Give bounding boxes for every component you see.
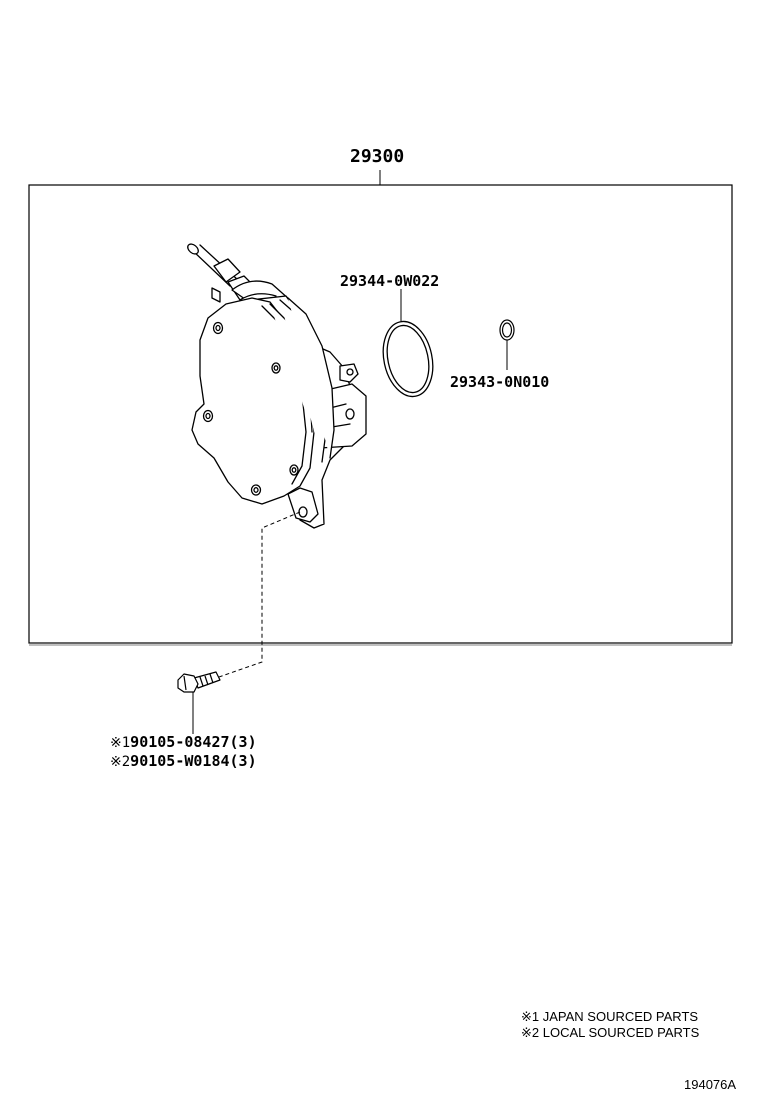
legend-text-2: LOCAL SOURCED PARTS [542, 1025, 700, 1040]
bolt-drawing [177, 671, 221, 693]
main-part-number: 29300 [350, 146, 405, 167]
legend: ※1 JAPAN SOURCED PARTS ※2 LOCAL SOURCED … [521, 1009, 699, 1041]
bolt-dashed-leader [215, 511, 301, 679]
drawing-code: 194076A [684, 1077, 737, 1092]
legend-mark-1: ※1 [521, 1009, 540, 1024]
bolt-mark-2: ※2 [110, 754, 131, 770]
o-ring-large-part-number: 29344-0W022 [340, 272, 440, 290]
vacuum-pump-drawing [187, 243, 367, 529]
o-ring-small-part-number: 29343-0N010 [450, 373, 550, 391]
bolt-part-number-2: 90105-W0184(3) [130, 752, 257, 770]
assembly-frame [28, 184, 733, 644]
legend-row-1: ※1 JAPAN SOURCED PARTS [521, 1009, 699, 1025]
o-ring-small [499, 319, 515, 341]
o-ring-large [382, 320, 434, 398]
bolt-part-row-1: ※190105-08427(3) [110, 733, 257, 751]
bolt-part-number-1: 90105-08427(3) [130, 733, 257, 751]
legend-text-1: JAPAN SOURCED PARTS [542, 1009, 699, 1024]
legend-row-2: ※2 LOCAL SOURCED PARTS [521, 1025, 699, 1041]
legend-mark-2: ※2 [521, 1025, 540, 1040]
bolt-part-row-2: ※290105-W0184(3) [110, 752, 257, 770]
bolt-mark-1: ※1 [110, 735, 131, 751]
